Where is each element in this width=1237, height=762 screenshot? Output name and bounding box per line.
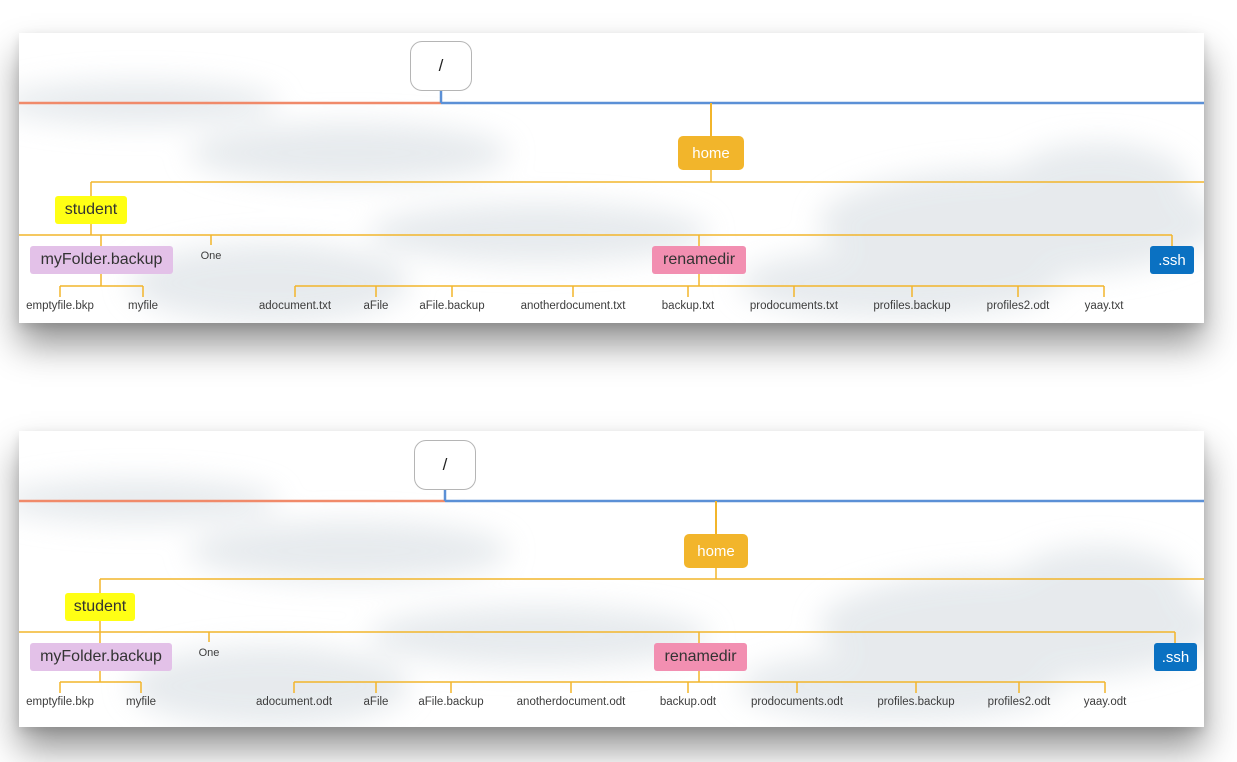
student-node[interactable]: student [55, 196, 127, 224]
file-leaf[interactable]: prodocuments.txt [749, 300, 839, 312]
file-leaf[interactable]: aFile.backup [418, 696, 484, 708]
mindmap-panel-after: / home student myFolder.backup One renam… [19, 431, 1204, 727]
file-leaf[interactable]: yaay.txt [1084, 300, 1124, 312]
ink-mountain-background [19, 81, 1204, 323]
file-leaf[interactable]: myfile [127, 300, 159, 312]
file-leaf[interactable]: backup.txt [661, 300, 715, 312]
connector-lines [19, 91, 1204, 297]
renamedir-node[interactable]: renamedir [654, 643, 747, 671]
ssh-node[interactable]: .ssh [1150, 246, 1194, 274]
ssh-node[interactable]: .ssh [1154, 643, 1197, 671]
file-leaf[interactable]: aFile [363, 300, 389, 312]
ink-mountain-background [19, 479, 1204, 726]
file-leaf[interactable]: anotherdocument.odt [516, 696, 626, 708]
file-leaf[interactable]: myfile [125, 696, 157, 708]
file-leaf[interactable]: emptyfile.bkp [26, 696, 94, 708]
one-node[interactable]: One [200, 250, 222, 262]
file-leaf[interactable]: backup.odt [659, 696, 717, 708]
file-leaf[interactable]: aFile.backup [419, 300, 485, 312]
myfolder-backup-node[interactable]: myFolder.backup [30, 246, 173, 274]
mindmap-panel-before: / home student myFolder.backup One renam… [19, 33, 1204, 323]
root-node[interactable]: / [410, 41, 472, 91]
file-leaf[interactable]: emptyfile.bkp [26, 300, 94, 312]
renamedir-node[interactable]: renamedir [652, 246, 746, 274]
file-leaf[interactable]: prodocuments.odt [750, 696, 844, 708]
file-leaf[interactable]: profiles2.odt [987, 696, 1051, 708]
file-leaf[interactable]: aFile [363, 696, 389, 708]
file-leaf[interactable]: adocument.txt [258, 300, 332, 312]
myfolder-backup-node[interactable]: myFolder.backup [30, 643, 172, 671]
file-leaf[interactable]: profiles.backup [877, 696, 955, 708]
file-leaf[interactable]: yaay.odt [1083, 696, 1127, 708]
student-node[interactable]: student [65, 593, 135, 621]
file-leaf[interactable]: profiles.backup [873, 300, 951, 312]
root-node[interactable]: / [414, 440, 476, 490]
file-leaf[interactable]: profiles2.odt [986, 300, 1050, 312]
home-node[interactable]: home [684, 534, 748, 568]
file-leaf[interactable]: anotherdocument.txt [520, 300, 626, 312]
home-node[interactable]: home [678, 136, 744, 170]
file-leaf[interactable]: adocument.odt [255, 696, 333, 708]
connector-lines [19, 490, 1204, 693]
one-node[interactable]: One [198, 647, 220, 659]
